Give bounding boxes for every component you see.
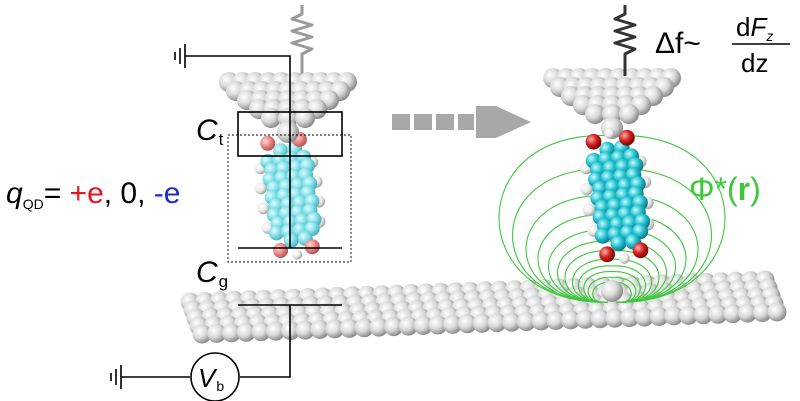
substrate-atom <box>251 322 271 342</box>
carbon-atom <box>268 225 284 241</box>
substrate-atom <box>605 308 625 328</box>
field-line <box>577 265 647 303</box>
force-derivative-numerator: dFz <box>736 12 773 44</box>
substrate-atom <box>767 302 787 322</box>
substrate-atom <box>620 308 640 328</box>
substrate-atom <box>516 312 536 332</box>
substrate-atom <box>634 307 654 327</box>
oxygen-atom <box>585 133 602 150</box>
cg-label: Cg <box>196 256 228 291</box>
oxygen-atom <box>260 135 276 151</box>
substrate-atom <box>708 304 728 324</box>
oxygen-atom <box>619 129 635 146</box>
carbon-atom <box>610 235 627 252</box>
ground-symbol-icon <box>110 365 122 389</box>
ground-symbol-icon <box>174 44 186 68</box>
substrate-atom <box>649 307 669 326</box>
tip-capacitor-box <box>237 111 343 157</box>
hydrogen-atom <box>292 249 303 260</box>
oxygen-atom <box>273 243 289 258</box>
substrate-atom <box>575 309 595 329</box>
substrate-atom <box>310 320 330 339</box>
substrate-atom <box>590 309 610 329</box>
field-line <box>587 276 637 303</box>
tip-apex-atom <box>277 121 299 143</box>
quantum-dot-charge-label: qQD= +e, 0, -e <box>6 177 180 212</box>
spring-left-icon <box>290 5 314 78</box>
molecule-left <box>254 130 326 260</box>
substrate-atom <box>472 313 492 333</box>
hydrogen-atom <box>582 203 596 217</box>
substrate-atom <box>679 305 698 325</box>
metal-substrate <box>180 270 787 344</box>
substrate-atom <box>443 314 463 334</box>
tip-atom <box>585 104 605 124</box>
substrate-atom <box>546 311 566 330</box>
tip-cluster-right <box>543 68 681 139</box>
substrate-atom <box>207 323 227 343</box>
oxygen-atom <box>632 242 649 259</box>
oxygen-atom <box>599 246 615 263</box>
hydrogen-atom <box>255 182 267 195</box>
hydrogen-atom <box>619 253 630 264</box>
substrate-atom <box>487 313 507 333</box>
carbon-atom <box>283 232 299 248</box>
bias-voltage-source <box>190 352 240 401</box>
hydrogen-atom <box>580 182 593 196</box>
substrate-atom <box>428 315 448 335</box>
field-line <box>583 271 641 303</box>
substrate-atom <box>222 323 241 343</box>
hydrogen-atom <box>257 202 270 215</box>
substrate-atom <box>295 320 315 340</box>
substrate-atom <box>664 306 684 326</box>
substrate-atom <box>369 317 389 337</box>
quantum-dot-box <box>227 134 352 263</box>
substrate-atom <box>752 303 772 323</box>
substrate-atom <box>266 321 286 341</box>
frequency-shift-label: Δf~ <box>655 27 701 60</box>
substrate-atom <box>457 314 477 334</box>
vb-label: Vb <box>198 363 224 394</box>
substrate-atom <box>413 316 433 335</box>
tip-cluster-left <box>219 72 357 143</box>
ct-label: Ct <box>196 114 224 149</box>
potential-label: Φ*(r) <box>689 171 761 207</box>
substrate-atom <box>531 311 551 331</box>
spring-right-icon <box>613 5 637 76</box>
hydrogen-atom <box>604 128 615 139</box>
force-derivative-denominator: dz <box>741 48 768 78</box>
tip-atom <box>619 104 639 124</box>
molecule-right <box>579 128 655 264</box>
substrate-atom <box>502 312 522 332</box>
substrate-adatom <box>601 280 623 302</box>
tip-atom <box>261 108 281 128</box>
substrate-atom <box>398 316 418 336</box>
substrate-atom <box>325 319 345 339</box>
carbon-atom <box>594 227 611 244</box>
substrate-atom <box>354 318 374 338</box>
substrate-atom <box>192 324 212 344</box>
substrate-atom <box>723 304 743 324</box>
circuit-wiring <box>121 55 342 378</box>
substrate-atom <box>561 310 581 330</box>
substrate-atom <box>693 305 713 325</box>
tip-atom <box>295 108 315 128</box>
substrate-atom <box>738 303 757 323</box>
substrate-atom <box>384 317 404 337</box>
substrate-atom <box>339 318 359 338</box>
substrate-atom <box>236 322 256 342</box>
transition-arrow-icon <box>392 106 531 138</box>
oxygen-atom <box>304 239 320 255</box>
